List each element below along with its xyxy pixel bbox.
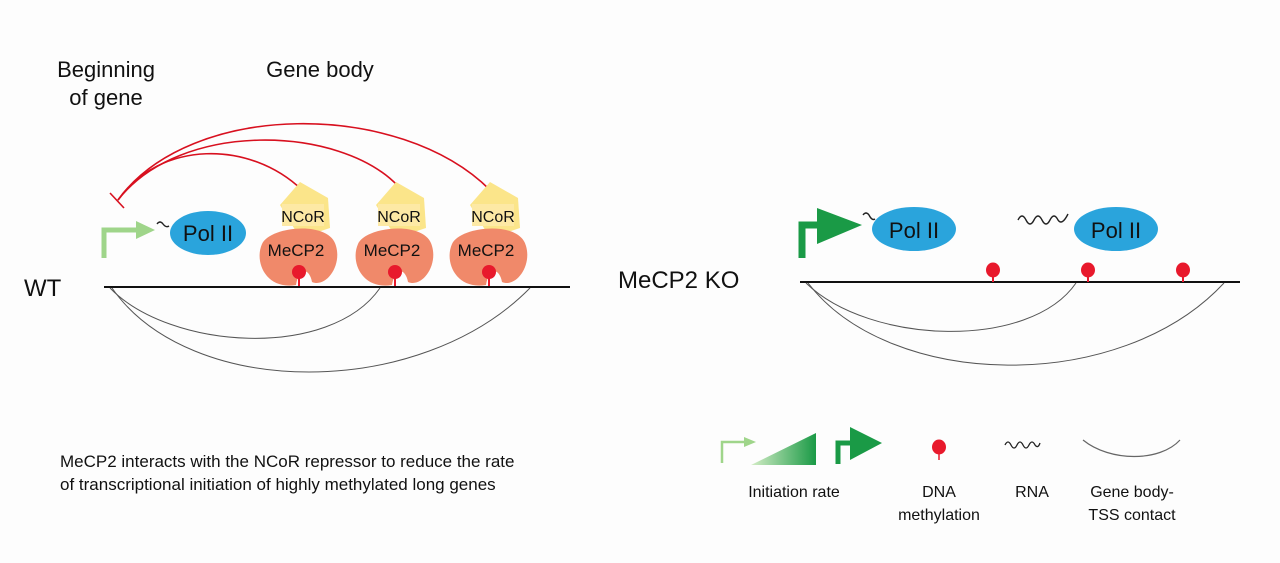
pol2-label: Pol II <box>183 221 233 246</box>
ncor-label: NCoR <box>471 209 515 226</box>
contact-loop-2 <box>807 282 1225 366</box>
legend-rna-icon <box>1004 441 1041 449</box>
methylation-icon <box>388 265 402 279</box>
pol2-ko-2: Pol II <box>1074 207 1158 251</box>
mecp2-label: MeCP2 <box>364 241 421 260</box>
complex-3: NCoR MeCP2 <box>449 182 528 287</box>
mecp2-shape <box>449 228 528 286</box>
pol2-ko-1: Pol II <box>872 207 956 251</box>
ncor-box <box>282 204 324 226</box>
pol2-wt: Pol II <box>170 211 246 255</box>
methylation-icon <box>1176 262 1190 282</box>
methylation-icon <box>292 265 306 279</box>
legend-contact-line1: Gene body- <box>1090 484 1174 501</box>
legend-strong-promoter-icon <box>835 427 882 464</box>
inhibition-bar-icon <box>109 192 125 209</box>
legend: Initiation rate DNA methylation RNA Gene… <box>720 427 1181 524</box>
ko-methylation-sites <box>986 262 1190 282</box>
complex-2: NCoR MeCP2 <box>355 182 434 287</box>
header-gene-body: Gene body <box>266 57 374 82</box>
rna-transcript-icon <box>1017 213 1069 225</box>
legend-weak-promoter-icon <box>720 437 756 463</box>
legend-contact-icon <box>1082 439 1181 457</box>
mecp2-shape <box>355 228 434 286</box>
mecp2-shape <box>259 228 338 286</box>
contact-loop-1 <box>805 282 1077 332</box>
mecp2-label: MeCP2 <box>268 241 325 260</box>
repression-arcs <box>109 122 491 209</box>
methylation-icon <box>1081 262 1095 282</box>
repression-arc-2 <box>117 139 399 201</box>
strong-promoter-arrow-icon <box>798 208 862 258</box>
caption-line1: MeCP2 interacts with the NCoR repressor … <box>60 452 514 471</box>
ncor-label: NCoR <box>377 209 421 226</box>
legend-initiation-rate: Initiation rate <box>748 484 840 501</box>
wt-label: WT <box>24 275 62 302</box>
wt-contact-loops <box>109 287 531 373</box>
repression-arc-1 <box>117 152 303 201</box>
legend-initiation-ramp-icon <box>751 433 816 465</box>
rna-squiggle-icon <box>862 212 876 221</box>
legend-dna-methylation-line1: DNA <box>922 484 956 501</box>
header-beginning-of-gene-line1: Beginning <box>57 57 155 82</box>
legend-contact-line2: TSS contact <box>1088 507 1176 524</box>
legend-dna-methylation-line2: methylation <box>898 507 980 524</box>
complex-1: NCoR MeCP2 <box>259 182 338 287</box>
legend-methylation-icon <box>932 439 946 460</box>
pol2-label: Pol II <box>889 218 939 243</box>
pol2-label: Pol II <box>1091 218 1141 243</box>
weak-promoter-arrow-icon <box>101 221 155 258</box>
rna-squiggle-icon <box>156 221 170 228</box>
repression-arc-3 <box>117 122 491 201</box>
ncor-box <box>378 204 420 226</box>
ncor-label: NCoR <box>281 209 325 226</box>
ko-label: MeCP2 KO <box>618 267 739 294</box>
contact-loop-1 <box>109 287 381 339</box>
legend-rna: RNA <box>1015 484 1049 501</box>
methylation-icon <box>482 265 496 279</box>
header-beginning-of-gene-line2: of gene <box>69 85 142 110</box>
ncor-box <box>472 204 514 226</box>
ko-contact-loops <box>805 282 1225 366</box>
methylation-icon <box>986 262 1000 282</box>
mecp2-label: MeCP2 <box>458 241 515 260</box>
caption-line2: of transcriptional initiation of highly … <box>60 475 496 494</box>
contact-loop-2 <box>111 287 531 373</box>
